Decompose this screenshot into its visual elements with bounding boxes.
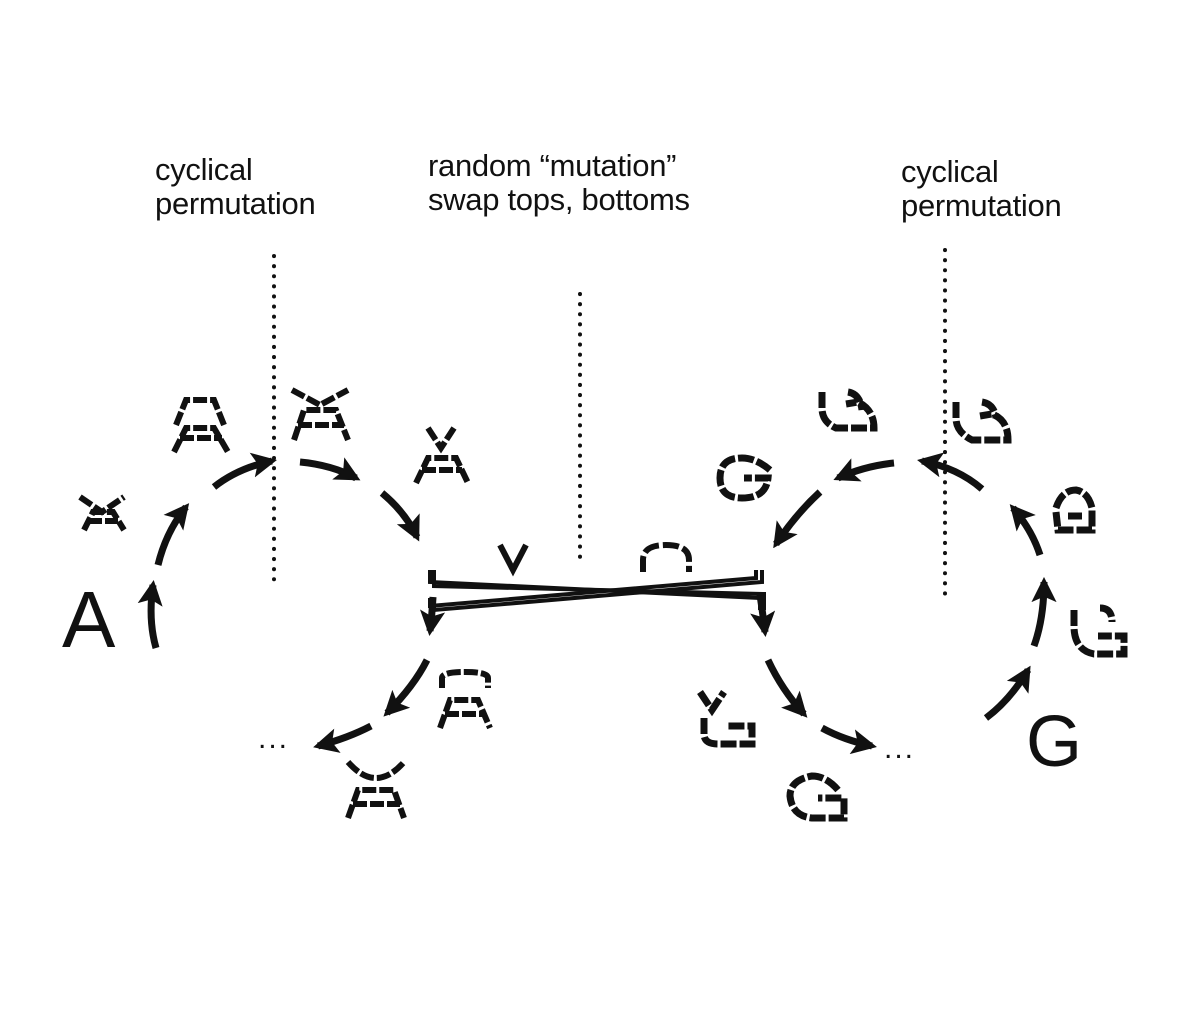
right-label-line-1: cyclical <box>901 154 999 189</box>
stencil-a-6 <box>345 759 407 820</box>
arrow-right-9 <box>917 452 985 492</box>
arrow-right-5 <box>820 724 877 755</box>
arrow-right-4 <box>764 658 808 718</box>
arrow-left-8 <box>313 722 373 753</box>
stencil-a-1 <box>78 494 127 532</box>
letter-a-start: A <box>62 575 116 664</box>
arrow-left-1 <box>137 580 163 649</box>
arrow-right-2 <box>773 489 823 549</box>
stencil-g-1 <box>716 454 773 502</box>
arrow-left-5 <box>379 490 421 542</box>
left-label: cyclical permutation <box>155 152 316 221</box>
fragment-v <box>497 543 529 577</box>
middle-label-line-2: swap tops, bottoms <box>428 182 690 217</box>
stencil-g-variants <box>697 388 1128 822</box>
middle-label-line-1: random “mutation” <box>428 148 677 183</box>
arrow-right-6 <box>983 665 1032 721</box>
stencil-a-2 <box>171 397 231 454</box>
ellipsis-left: ... <box>258 722 290 755</box>
right-label: cyclical permutation <box>901 154 1062 223</box>
arrow-left-3 <box>211 452 277 490</box>
stencil-g-2 <box>818 388 878 432</box>
letter-g-end: G <box>1026 702 1083 782</box>
stencil-g-5 <box>1070 604 1128 658</box>
stencil-a-variants <box>78 387 493 820</box>
left-label-line-1: cyclical <box>155 152 253 187</box>
arrow-right-7 <box>1030 576 1057 648</box>
ellipsis-right: ... <box>884 732 916 765</box>
middle-label: random “mutation” swap tops, bottoms <box>428 149 690 217</box>
stencil-g-3 <box>952 398 1012 444</box>
arrow-left-2 <box>154 503 190 566</box>
stencil-g-4 <box>1052 486 1096 534</box>
stencil-a-4 <box>413 426 471 485</box>
stencil-g-7 <box>786 772 848 822</box>
stencil-a-3 <box>290 387 351 442</box>
left-label-line-2: permutation <box>155 186 316 221</box>
arrow-left-7 <box>383 658 431 717</box>
arrow-left-4 <box>299 457 361 482</box>
arrow-right-1 <box>833 458 895 482</box>
stencil-g-6 <box>697 690 756 748</box>
right-label-line-2: permutation <box>901 188 1062 223</box>
stencil-a-5 <box>437 668 493 730</box>
fragment-dome <box>640 541 692 572</box>
arrow-right-8 <box>1009 504 1044 557</box>
swap-crossing <box>428 570 766 613</box>
